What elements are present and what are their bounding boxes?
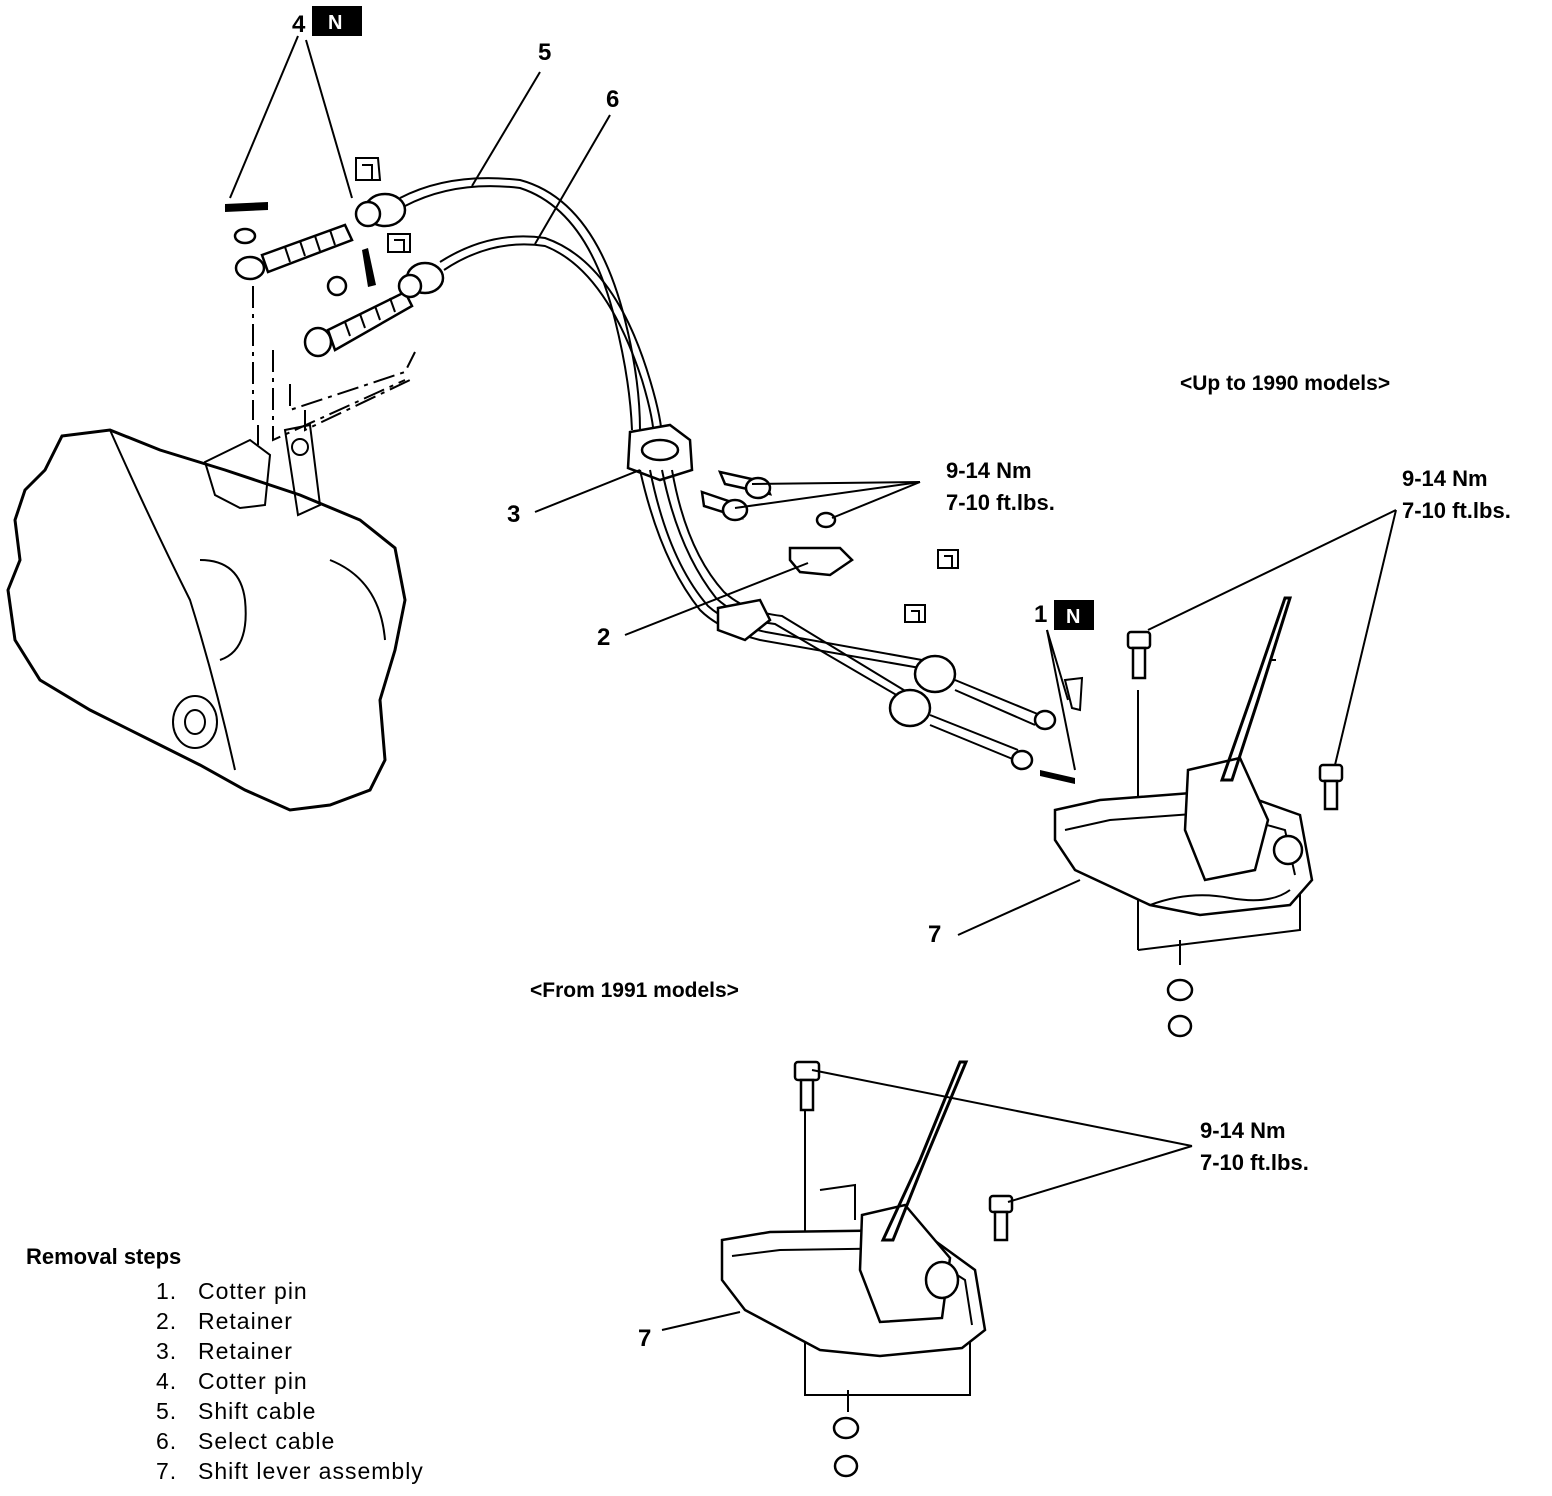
removal-step-number: 4. bbox=[156, 1368, 178, 1394]
part-labels: 4 N 5 6 3 2 1 N 7 7 bbox=[292, 6, 1094, 1352]
removal-step-text: Retainer bbox=[198, 1308, 293, 1334]
removal-step-text: Shift lever assembly bbox=[198, 1458, 424, 1484]
label-part-5: 5 bbox=[538, 39, 551, 66]
shift-lever-assembly-1991 bbox=[720, 1060, 1014, 1478]
removal-step-text: Cotter pin bbox=[198, 1368, 308, 1394]
torque-lever-1990-nm: 9-14 Nm bbox=[1402, 466, 1488, 491]
removal-step-text: Cotter pin bbox=[198, 1278, 308, 1304]
new-part-badge-1-text: N bbox=[1066, 606, 1080, 628]
label-part-3: 3 bbox=[507, 501, 520, 528]
shift-and-select-cables bbox=[399, 177, 1084, 784]
removal-step: 3. Retainer bbox=[156, 1336, 424, 1366]
label-part-4: 4 bbox=[292, 11, 306, 38]
leader-lines bbox=[229, 35, 1397, 1331]
removal-step: 5. Shift cable bbox=[156, 1396, 424, 1426]
removal-step-number: 5. bbox=[156, 1398, 178, 1424]
removal-step-number: 3. bbox=[156, 1338, 178, 1364]
cable-end-fittings bbox=[224, 157, 445, 442]
removal-steps: Removal steps 1. Cotter pin 2. Retainer 3.… bbox=[26, 1244, 424, 1486]
new-part-badge-4-text: N bbox=[328, 12, 342, 34]
transaxle-housing bbox=[6, 423, 407, 812]
removal-step: 2. Retainer bbox=[156, 1306, 424, 1336]
removal-steps-title: Removal steps bbox=[26, 1244, 182, 1269]
removal-step-text: Select cable bbox=[198, 1428, 336, 1454]
torque-lever-1991-nm: 9-14 Nm bbox=[1200, 1118, 1286, 1143]
torque-lever-1990-ftlbs: 7-10 ft.lbs. bbox=[1402, 498, 1511, 523]
removal-step-number: 6. bbox=[156, 1428, 178, 1454]
removal-step: 7. Shift lever assembly bbox=[156, 1456, 424, 1486]
label-part-2: 2 bbox=[597, 624, 610, 651]
caption-up-to-1990: <Up to 1990 models> bbox=[1180, 372, 1390, 395]
removal-steps-list: 1. Cotter pin 2. Retainer 3. Retainer 4. Cot… bbox=[26, 1276, 424, 1486]
label-part-6: 6 bbox=[606, 86, 619, 113]
label-part-7-upper: 7 bbox=[928, 921, 941, 948]
model-captions: <Up to 1990 models> <From 1991 models> bbox=[530, 372, 1390, 1002]
removal-step-number: 2. bbox=[156, 1308, 178, 1334]
new-part-badge-1 bbox=[1054, 600, 1094, 630]
removal-step-number: 7. bbox=[156, 1458, 178, 1484]
removal-step: 1. Cotter pin bbox=[156, 1276, 424, 1306]
torque-cable-bracket-nm: 9-14 Nm bbox=[946, 458, 1032, 483]
removal-step-text: Retainer bbox=[198, 1338, 293, 1364]
caption-from-1991: <From 1991 models> bbox=[530, 979, 739, 1002]
new-part-badge-4 bbox=[312, 6, 362, 36]
shift-lever-assembly-1990 bbox=[1053, 596, 1344, 1038]
removal-step: 6. Select cable bbox=[156, 1426, 424, 1456]
label-part-1: 1 bbox=[1034, 601, 1047, 628]
torque-cable-bracket-ftlbs: 7-10 ft.lbs. bbox=[946, 490, 1055, 515]
torque-lever-1991-ftlbs: 7-10 ft.lbs. bbox=[1200, 1150, 1309, 1175]
removal-step: 4. Cotter pin bbox=[156, 1366, 424, 1396]
removal-step-text: Shift cable bbox=[198, 1398, 317, 1424]
label-part-7-lower: 7 bbox=[638, 1325, 651, 1352]
torque-specs: 9-14 Nm 7-10 ft.lbs. 9-14 Nm 7-10 ft.lbs… bbox=[946, 458, 1511, 1175]
removal-step-number: 1. bbox=[156, 1278, 178, 1304]
